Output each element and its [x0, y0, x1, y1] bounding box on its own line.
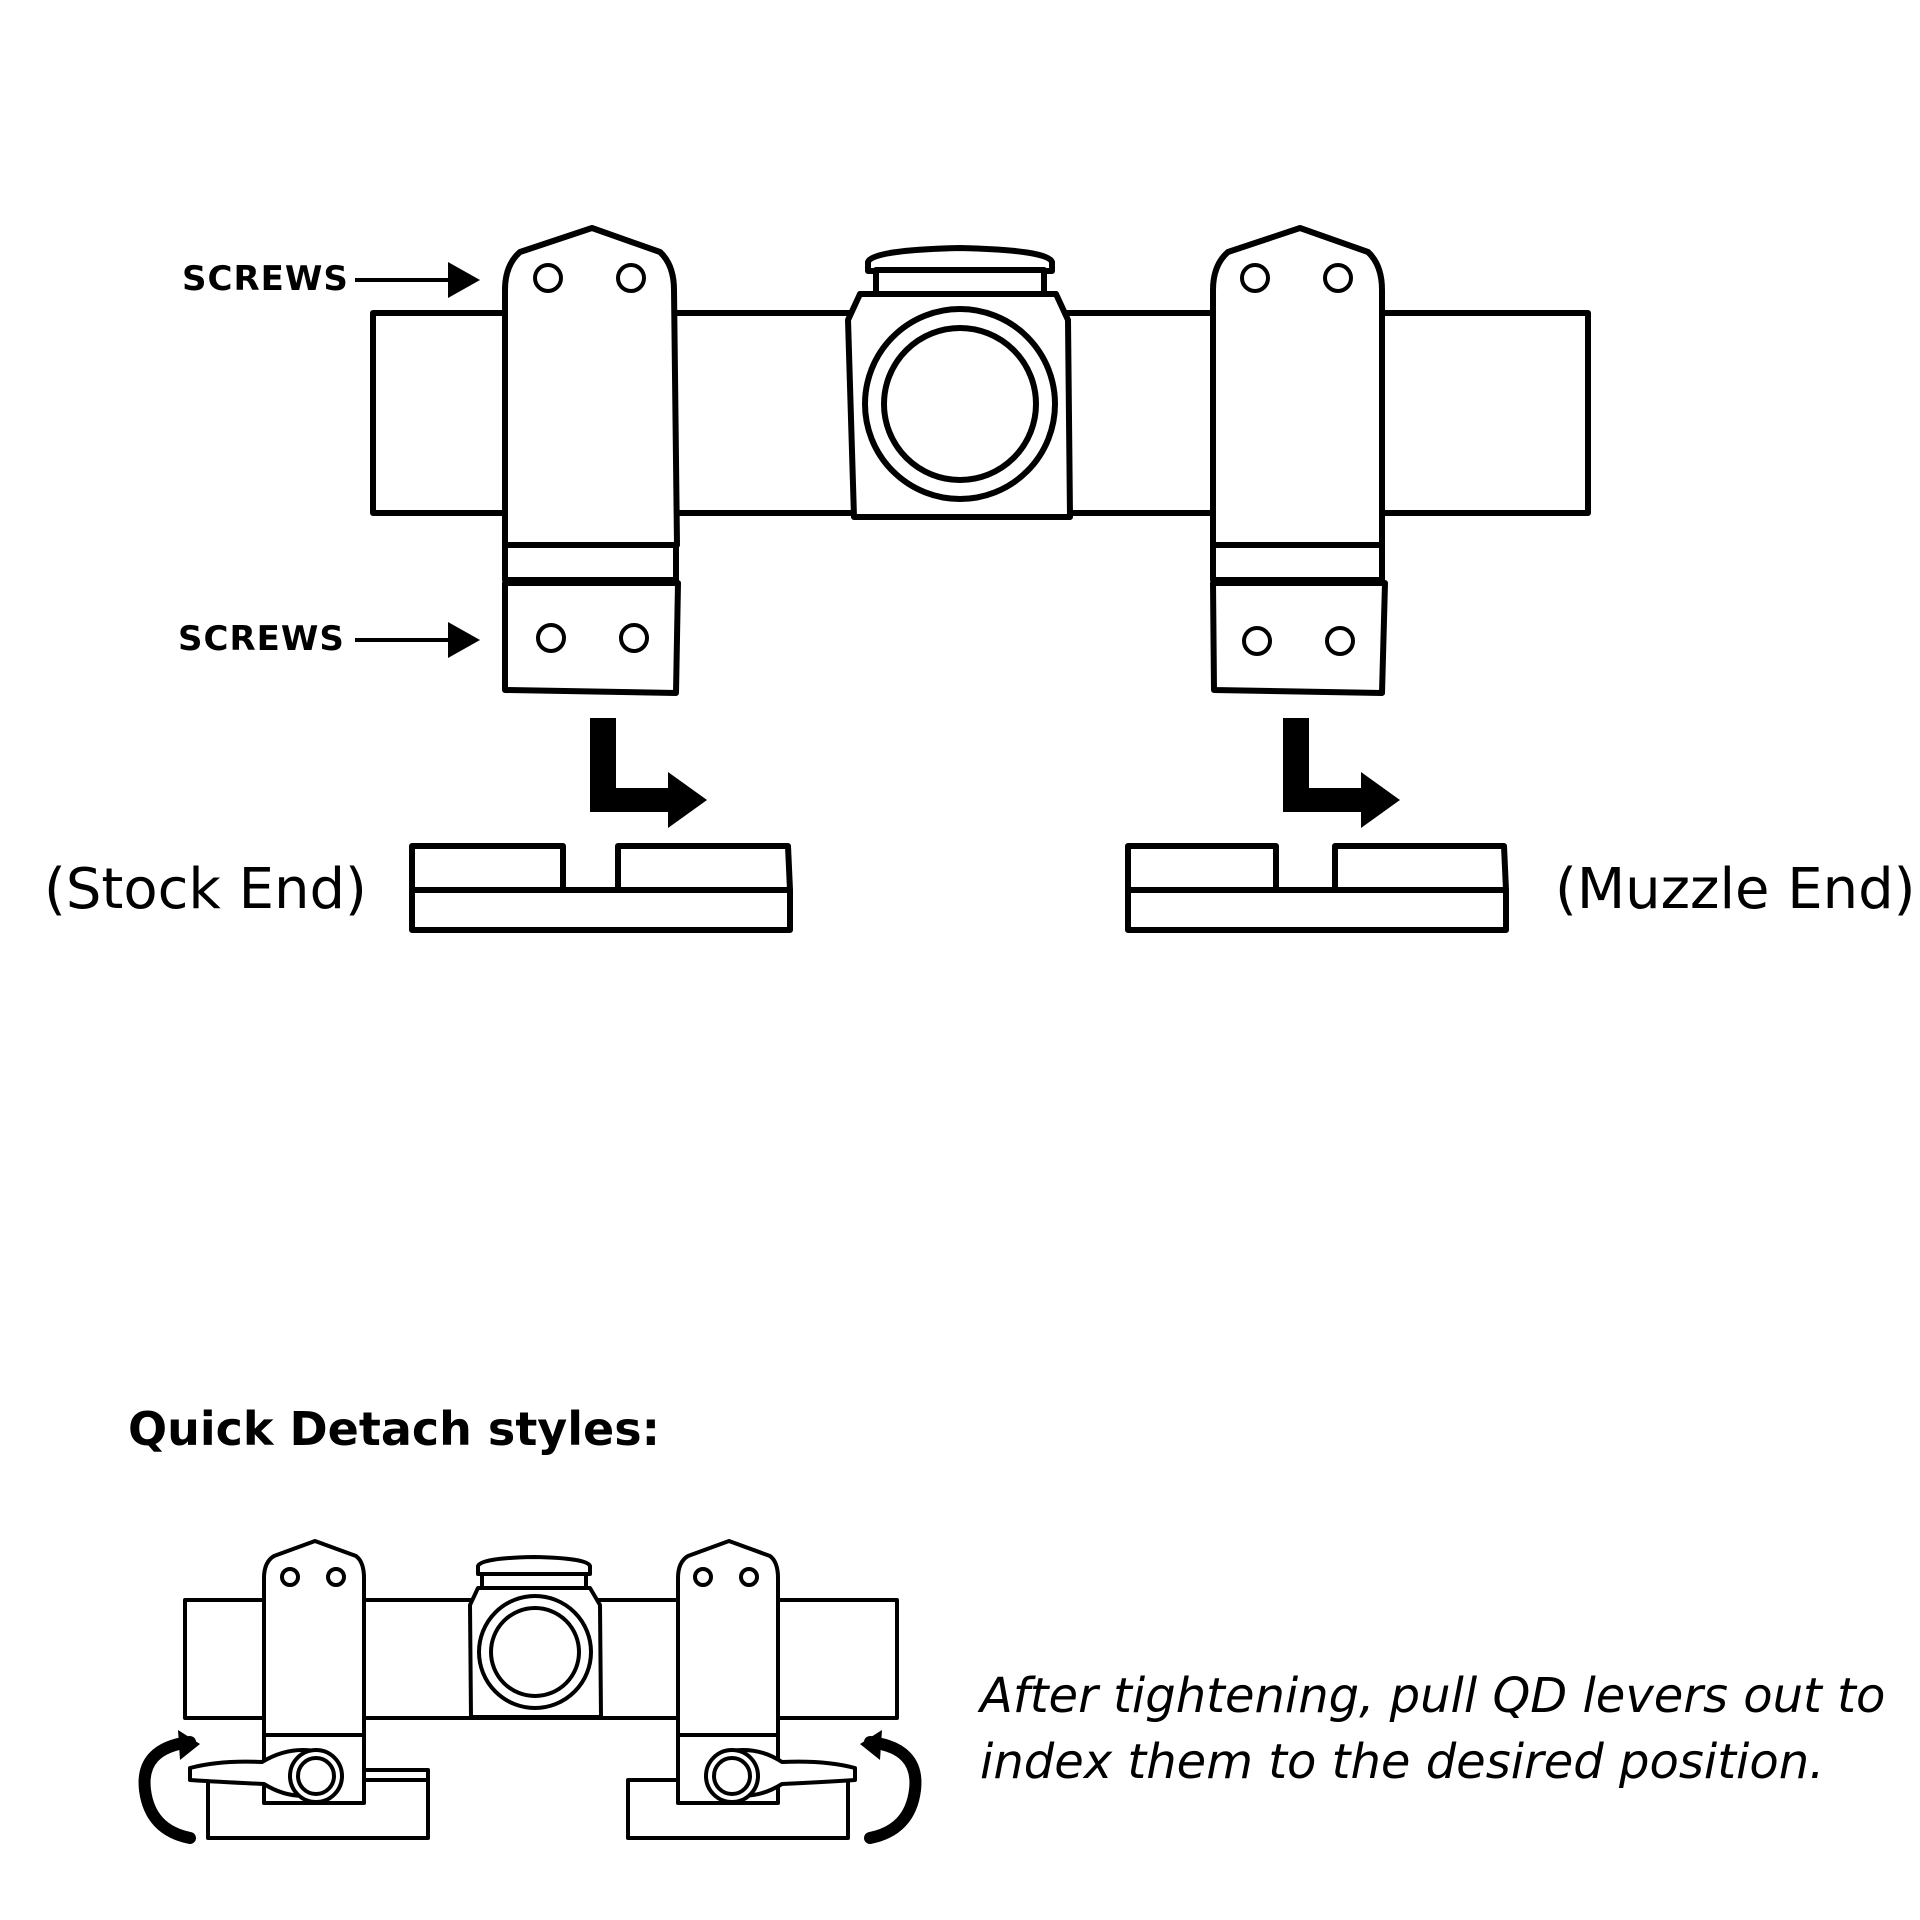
screw-hole	[693, 1567, 713, 1587]
screw-hole	[619, 623, 649, 653]
ring-cap	[1210, 225, 1385, 548]
down-right-elbow-arrow-icon	[1283, 718, 1400, 828]
ring-base-band	[502, 542, 679, 583]
screws-label-top: SCREWS	[182, 259, 349, 299]
stock-end-ring	[502, 225, 681, 696]
qd-muzzle-end-ring	[626, 1539, 857, 1840]
rotate-arrow-icon	[860, 1730, 922, 1844]
quick-detach-assembly	[138, 1539, 922, 1844]
screw-hole	[616, 263, 646, 293]
section-heading: Quick Detach styles:	[128, 1402, 660, 1456]
muzzle-end-rail	[1125, 843, 1509, 933]
muzzle-end-label: (Muzzle End)	[1555, 857, 1916, 922]
ring-clamp	[1210, 580, 1388, 696]
screw-hole	[1325, 626, 1355, 656]
screw-hole	[1323, 263, 1353, 293]
instruction-line-2: index them to the desired position.	[980, 1734, 1824, 1790]
qd-stock-end-ring	[188, 1539, 430, 1840]
qd-knob-inner	[296, 1756, 336, 1796]
right-arrow-icon	[355, 622, 480, 658]
qd-knob-inner	[712, 1756, 752, 1796]
screw-hole	[280, 1567, 300, 1587]
screw-hole	[536, 623, 566, 653]
screw-hole	[533, 263, 563, 293]
right-arrow-icon	[355, 262, 480, 298]
turret-cap	[865, 245, 1055, 274]
instruction-line-1: After tightening, pull QD levers out to	[977, 1668, 1885, 1724]
screws-label-bottom: SCREWS	[178, 619, 345, 659]
rotate-arrow-icon	[138, 1730, 200, 1844]
screw-hole	[1242, 626, 1272, 656]
turret-cap	[476, 1555, 592, 1576]
ring-cap	[676, 1539, 780, 1752]
muzzle-end-ring	[1210, 225, 1388, 696]
stock-end-label: (Stock End)	[44, 857, 367, 922]
screw-hole	[326, 1567, 346, 1587]
main-mount-assembly: SCREWS SCREWS (Stock End) (Muzz	[44, 225, 1916, 933]
screw-hole	[739, 1567, 759, 1587]
ring-clamp	[502, 580, 681, 696]
stock-end-rail	[409, 843, 793, 933]
ring-base-band	[1210, 542, 1385, 583]
turret-inner-ring	[881, 325, 1039, 483]
turret-inner-ring	[489, 1606, 581, 1698]
screw-hole	[1240, 263, 1270, 293]
ring-cap	[262, 1539, 366, 1752]
ring-cap	[502, 225, 680, 548]
down-right-elbow-arrow-icon	[590, 718, 707, 828]
